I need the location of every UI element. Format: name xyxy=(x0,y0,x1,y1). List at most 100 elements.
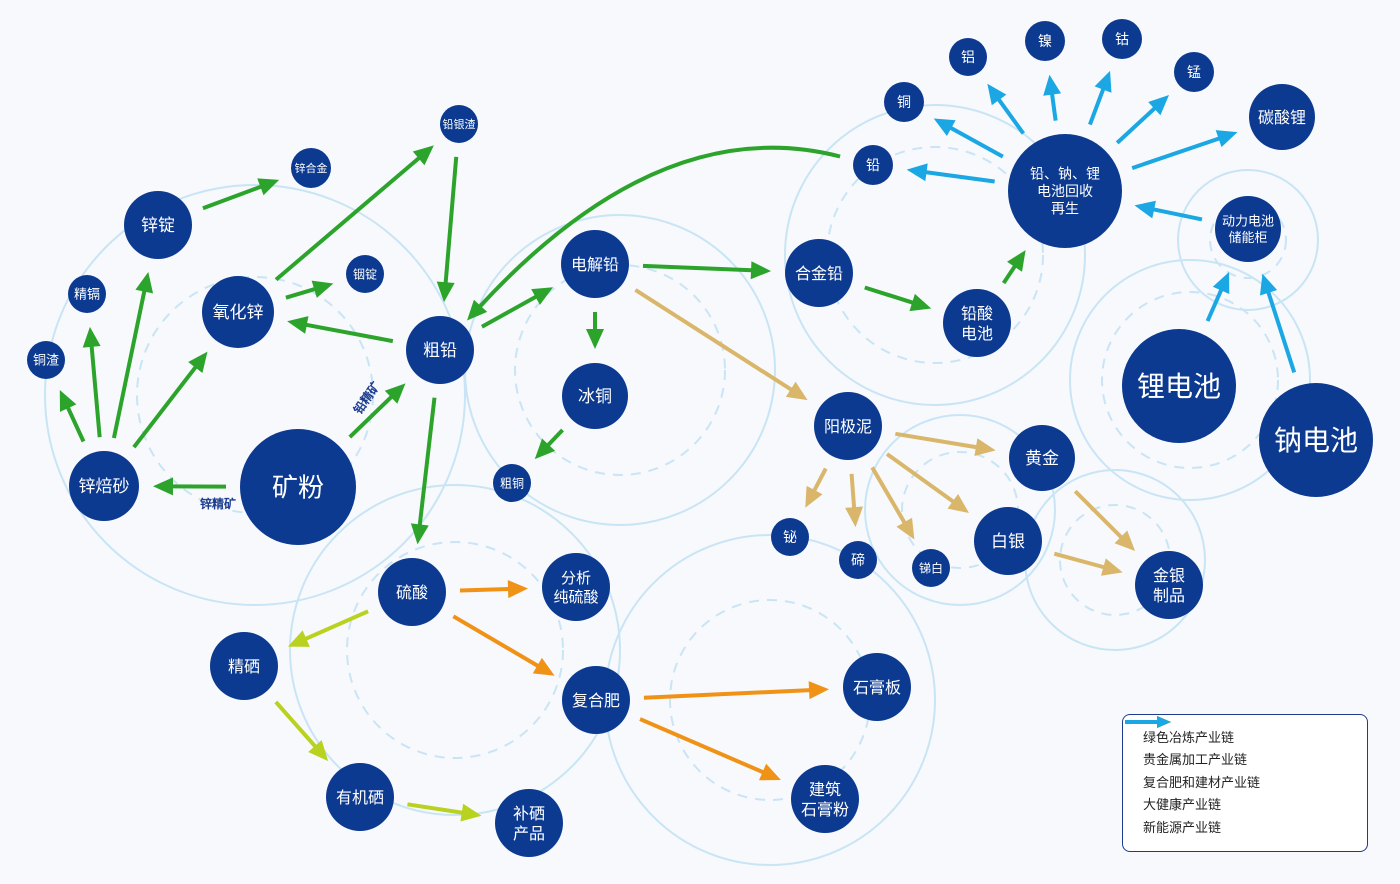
node-shigaoban: 石膏板 xyxy=(843,653,911,721)
node-circle xyxy=(853,145,893,185)
edge-arrow-green xyxy=(410,397,437,545)
edge-arrow-blue xyxy=(1259,273,1297,374)
edge-arrow-gold xyxy=(1053,551,1123,576)
node-label: 铅、钠、锂电池回收再生 xyxy=(1030,167,1100,218)
node-jianzhu: 建筑石膏粉 xyxy=(791,765,859,833)
node-label: 粗铅 xyxy=(423,341,457,361)
legend-label: 新能源产业链 xyxy=(1143,820,1222,836)
edge-arrow-blue xyxy=(933,118,1004,159)
node-bingtong: 冰铜 xyxy=(562,363,628,429)
node-circle xyxy=(561,230,629,298)
legend-item: 贵金属加工产业链 xyxy=(1125,716,1367,771)
node-qianyinzha: 铅银渣 xyxy=(440,105,478,143)
node-yangjini: 阳极泥 xyxy=(814,392,882,460)
edge-arrow-gold xyxy=(870,466,915,540)
node-label: 分析纯硫酸 xyxy=(553,569,598,606)
node-nie: 镍 xyxy=(1025,21,1065,61)
edge-arrow-blue xyxy=(1134,200,1203,222)
node-circle xyxy=(1174,52,1214,92)
node-circle xyxy=(210,632,278,700)
legend-item: 新能源产业链 xyxy=(1125,716,1367,838)
edge-arrow-blue xyxy=(1043,74,1062,121)
node-jingxi: 精硒 xyxy=(210,632,278,700)
node-circle xyxy=(495,789,563,857)
edge-arrow-blue xyxy=(1131,130,1238,170)
legend-item: 绿色冶炼产业链 xyxy=(1125,716,1367,748)
node-label: 锌焙砂 xyxy=(79,477,130,497)
edge-arrow-green xyxy=(287,316,394,344)
node-circle xyxy=(1025,21,1065,61)
nodes: 矿粉锌焙砂铜渣精镉锌锭锌合金氧化锌铟锭铅银渣粗铅电解铅冰铜粗铜硫酸分析纯硫酸精硒… xyxy=(27,19,1373,857)
node-yanghuaxin: 氧化锌 xyxy=(202,276,274,348)
node-circle xyxy=(791,765,859,833)
edge-arrow-green xyxy=(467,145,841,321)
node-circle xyxy=(542,553,610,621)
node-label: 锰 xyxy=(1187,65,1201,81)
edge-arrow-green xyxy=(132,351,208,449)
node-xinbeisha: 锌焙砂 xyxy=(69,451,139,521)
edge-arrow-lime xyxy=(407,802,482,822)
edge-arrow-gold xyxy=(895,431,996,456)
node-label: 铅 xyxy=(866,158,880,174)
node-jingge: 精镉 xyxy=(68,275,106,313)
node-meng: 锰 xyxy=(1174,52,1214,92)
node-label: 合金铅 xyxy=(795,264,843,283)
node-label: 石膏板 xyxy=(853,678,901,697)
edge-arrow-green xyxy=(642,261,772,280)
node-tansuanli: 碳酸锂 xyxy=(1249,84,1315,150)
node-circle xyxy=(843,653,911,721)
node-circle xyxy=(291,148,331,188)
node-buxi: 补硒产品 xyxy=(495,789,563,857)
node-circle xyxy=(1259,383,1373,497)
edge-arrow-gold xyxy=(885,452,970,513)
node-circle xyxy=(1009,425,1075,491)
edge-arrow-green xyxy=(59,389,86,443)
node-label: 铅酸电池 xyxy=(961,304,993,343)
legend: 绿色冶炼产业链 贵金属加工产业链 复合肥和建材产业链 大健康产业链 新能源产业链 xyxy=(1122,714,1368,852)
edge-arrow-green xyxy=(481,287,554,329)
node-qian: 铅 xyxy=(853,145,893,185)
node-youjixi: 有机硒 xyxy=(326,763,394,831)
edge-arrow-green xyxy=(152,477,227,496)
node-label: 粗铜 xyxy=(500,475,524,490)
node-circle xyxy=(974,507,1042,575)
edge-arrow-green xyxy=(348,383,406,439)
node-circle xyxy=(406,316,474,384)
node-kuangfen: 矿粉 xyxy=(240,429,356,545)
node-label: 硫酸 xyxy=(396,583,428,602)
node-label: 铟锭 xyxy=(353,267,377,281)
edge-arrow-green xyxy=(534,428,565,460)
node-circle xyxy=(785,239,853,307)
node-circle xyxy=(562,363,628,429)
edge-arrow-green xyxy=(1001,250,1026,285)
node-label: 矿粉 xyxy=(272,473,324,503)
edge-arrow-gold xyxy=(845,473,864,528)
node-circle xyxy=(1215,196,1281,262)
node-label: 碲 xyxy=(851,552,865,569)
node-circle xyxy=(949,38,987,76)
edge-arrow-blue xyxy=(1205,272,1230,322)
edge-arrow-orange xyxy=(459,580,529,599)
edge-arrow-green xyxy=(111,272,154,439)
node-circle xyxy=(27,341,65,379)
node-dongli: 动力电池储能柜 xyxy=(1215,196,1281,262)
legend-label: 复合肥和建材产业链 xyxy=(1143,775,1261,791)
node-label: 冰铜 xyxy=(578,387,612,407)
edge-arrow-gold xyxy=(634,288,808,401)
node-circle xyxy=(124,191,192,259)
node-label: 黄金 xyxy=(1025,449,1059,469)
ring-outer xyxy=(784,104,1086,406)
node-tongzha: 铜渣 xyxy=(27,341,65,379)
node-circle xyxy=(1008,134,1122,248)
node-xinhejin: 锌合金 xyxy=(291,148,331,188)
node-label: 有机硒 xyxy=(336,788,384,807)
node-label: 电解铅 xyxy=(571,255,619,274)
node-label: 铋 xyxy=(783,530,797,546)
edge-arrow-green xyxy=(436,156,459,303)
node-qiansuan: 铅酸电池 xyxy=(943,289,1011,357)
node-label: 锌合金 xyxy=(295,161,328,175)
node-baiyin: 白银 xyxy=(974,507,1042,575)
node-label: 精镉 xyxy=(74,287,100,303)
node-circle xyxy=(1122,329,1236,443)
